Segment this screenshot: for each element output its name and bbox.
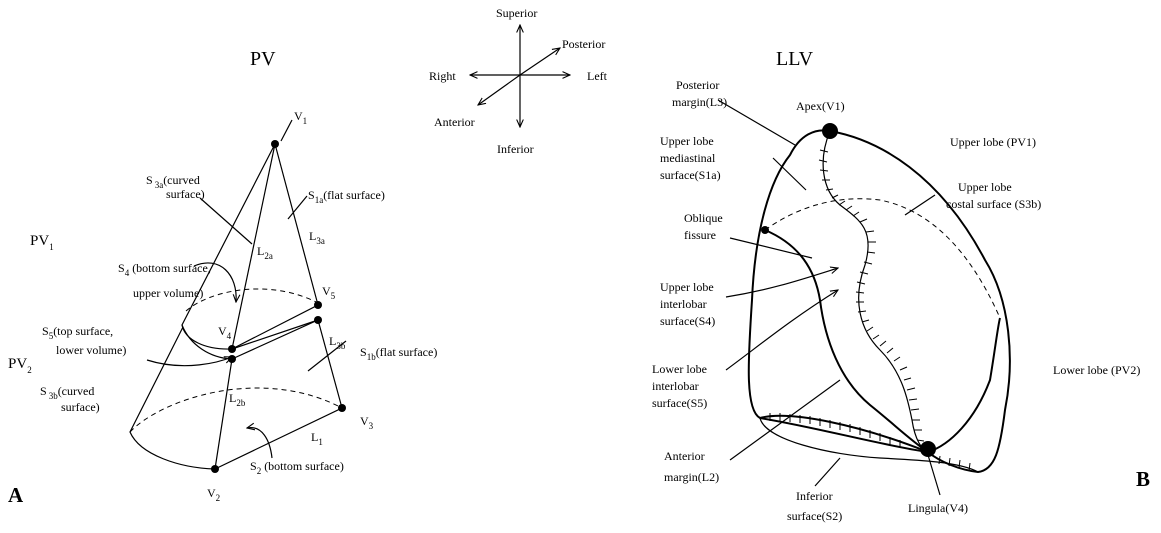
fissure-hatching <box>769 149 971 472</box>
panel-b: LLV B Posterior margin(L3) Ap <box>652 48 1150 523</box>
upper-interlobar-arrow <box>725 268 838 298</box>
lower-interlobar-arrow <box>725 290 838 371</box>
lower-lobe-pv2-label: Lower lobe (PV2) <box>1053 363 1140 377</box>
inferior-surface-leader <box>814 457 841 487</box>
v2-label: V2 <box>207 486 220 503</box>
compass-left-label: Left <box>587 69 608 83</box>
vertex-v4-upper <box>228 345 236 353</box>
lingula-v4-point <box>920 441 936 457</box>
pv2-label: PV2 <box>8 356 32 375</box>
upper-interlobar-label-1: Upper lobe <box>660 280 714 294</box>
oblique-fissure-label-2: fissure <box>684 228 716 242</box>
l2a-label: L2a <box>257 244 273 261</box>
inferior-surface-line <box>759 417 979 473</box>
v3-label: V3 <box>360 414 374 431</box>
inferior-surface-label-1: Inferior <box>796 489 833 503</box>
l3b-label: L3b <box>329 334 346 351</box>
compass-anterior-arrow <box>478 74 521 105</box>
panel-b-title: LLV <box>776 48 814 70</box>
upper-dashed-curve <box>185 288 319 312</box>
upper-interlobar-label-3: surface(S4) <box>660 314 715 328</box>
oblique-fissure-leader <box>729 237 813 259</box>
s2-label: S2(bottom surface) <box>250 459 344 476</box>
lingula-leader <box>927 454 941 496</box>
anterior-margin-label-2: margin(L2) <box>664 470 719 484</box>
v1-leader <box>280 119 293 142</box>
l1-label: L1 <box>311 430 323 447</box>
compass-anterior-label: Anterior <box>434 115 475 129</box>
anterior-margin-label-1: Anterior <box>664 449 705 463</box>
vertex-v5-upper <box>314 301 322 309</box>
lobe-dashed-boundary <box>764 198 1001 319</box>
vertex-v2 <box>211 465 219 473</box>
compass-posterior-label: Posterior <box>562 37 605 51</box>
posterior-margin-leader <box>717 99 796 146</box>
anterior-margin-leader <box>729 379 841 461</box>
apex-v1-point <box>822 123 838 139</box>
lower-interlobar-label-2: interlobar <box>652 379 699 393</box>
compass-superior-label: Superior <box>496 6 537 20</box>
lingula-label: Lingula(V4) <box>908 501 968 515</box>
panel-b-letter: B <box>1136 467 1150 491</box>
lower-dashed-curve <box>129 387 343 433</box>
upper-volume-base-line <box>231 319 319 350</box>
s4-label: S4(bottom surface, <box>118 261 211 278</box>
v4-label: V4 <box>218 324 232 341</box>
costal-label-1: Upper lobe <box>958 180 1012 194</box>
s3a-label-line2: surface) <box>166 187 205 201</box>
compass-inferior-label: Inferior <box>497 142 534 156</box>
s5-arrow <box>146 357 232 367</box>
mediastinal-label-3: surface(S1a) <box>660 168 721 182</box>
upper-volume-outline <box>181 143 319 350</box>
vertex-v1 <box>271 140 279 148</box>
apex-label: Apex(V1) <box>796 99 845 113</box>
panel-a-letter: A <box>8 483 24 507</box>
v5-label: V5 <box>322 284 336 301</box>
panel-a: PV A PV1 PV2 V1 V2 V3 V4 V5 <box>8 48 437 507</box>
orientation-compass: Superior Inferior Right Left Anterior Po… <box>429 6 608 156</box>
s3b-label-line2: surface) <box>61 400 100 414</box>
s2-arrow <box>247 428 273 459</box>
vertex-v5-lower <box>314 316 322 324</box>
lower-curved-surface <box>129 326 216 470</box>
s1a-leader <box>287 195 308 220</box>
posterior-margin-label-1: Posterior <box>676 78 719 92</box>
s4-arrow <box>193 262 236 302</box>
compass-right-label: Right <box>429 69 456 83</box>
l3a-label: L3a <box>309 229 325 246</box>
mediastinal-label-1: Upper lobe <box>660 134 714 148</box>
costal-label-2: costal surface (S3b) <box>946 197 1041 211</box>
compass-posterior-arrow <box>519 48 560 76</box>
oblique-fissure-label-1: Oblique <box>684 211 723 225</box>
lower-interlobar-label-3: surface(S5) <box>652 396 707 410</box>
v1-label: V1 <box>294 109 307 126</box>
costal-leader <box>904 194 936 216</box>
upper-interlobar-label-2: interlobar <box>660 297 707 311</box>
upper-lobe-pv1-label: Upper lobe (PV1) <box>950 135 1036 149</box>
oblique-fissure-line <box>822 130 929 453</box>
s1a-label: S1a(flat surface) <box>308 188 385 205</box>
panel-a-title: PV <box>250 48 276 70</box>
lower-lobe-contour <box>759 317 1001 454</box>
fissure-start-point <box>761 226 769 234</box>
s1b-leader <box>307 340 347 372</box>
mediastinal-leader <box>772 157 807 191</box>
mediastinal-label-2: mediastinal <box>660 151 716 165</box>
inferior-surface-label-2: surface(S2) <box>787 509 842 523</box>
vertex-v3 <box>338 404 346 412</box>
s4-label-line2: upper volume) <box>133 286 203 300</box>
anterior-margin-line <box>764 229 929 453</box>
vertex-v4-lower <box>228 355 236 363</box>
pv1-label: PV1 <box>30 233 54 252</box>
s5-label: S5(top surface, <box>42 324 113 341</box>
s1b-label: S1b(flat surface) <box>360 345 437 362</box>
l2b-label: L2b <box>229 391 246 408</box>
lower-interlobar-label-1: Lower lobe <box>652 362 707 376</box>
s3a-leader <box>199 197 253 245</box>
s5-label-line2: lower volume) <box>56 343 126 357</box>
posterior-margin-label-2: margin(L3) <box>672 95 727 109</box>
